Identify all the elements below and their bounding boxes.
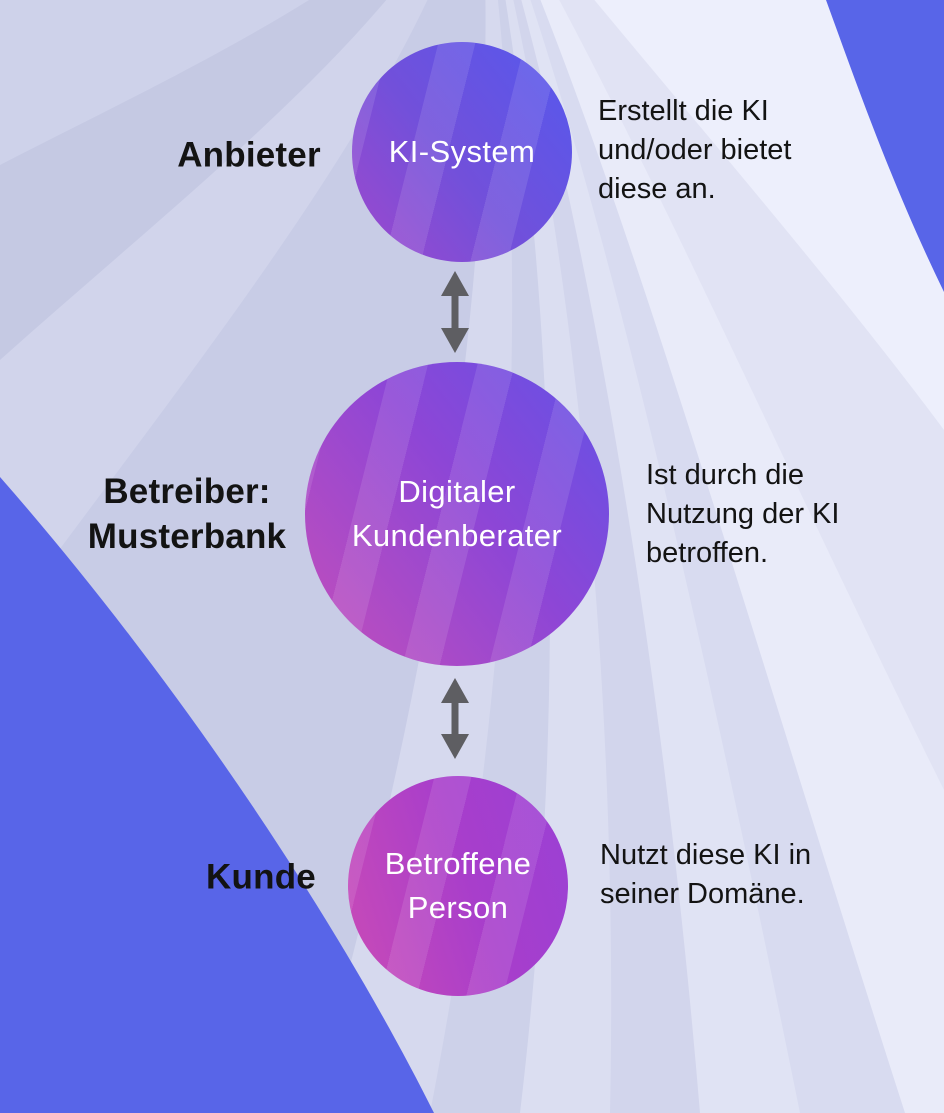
role-label-line: Kunde <box>206 857 316 897</box>
role-label-line: Anbieter <box>177 135 321 175</box>
description-line: Nutzt diese KI in <box>600 839 812 871</box>
circle-label-line: KI-System <box>388 134 536 169</box>
description-betreiber: Ist durch die Nutzung der KI betroffen. <box>646 456 839 573</box>
circle-digitaler-kundenberater: Digitaler Kundenberater <box>305 362 609 666</box>
description-line: seiner Domäne. <box>600 878 805 910</box>
description-line: Nutzung der KI <box>646 498 840 530</box>
circle-label-line: Digitaler <box>398 474 516 509</box>
blue-region-bottom-left <box>0 477 434 1113</box>
description-line: diese an. <box>598 173 716 205</box>
role-label-betreiber: Betreiber: Musterbank <box>88 469 286 559</box>
description-anbieter: Erstellt die KI und/oder bietet diese an… <box>598 92 791 209</box>
circle-ki-system: KI-System <box>352 42 572 262</box>
role-label-line: Betreiber: <box>103 472 271 511</box>
arrow-betreiber-kunde <box>441 678 469 759</box>
description-line: betroffen. <box>646 537 769 569</box>
circle-label-line: Person <box>407 890 509 925</box>
description-kunde: Nutzt diese KI in seiner Domäne. <box>600 836 811 914</box>
role-label-line: Musterbank <box>87 517 287 556</box>
blue-wedge-top-right <box>826 0 944 292</box>
arrow-anbieter-betreiber <box>441 271 469 353</box>
description-line: und/oder bietet <box>598 134 792 166</box>
description-line: Ist durch die <box>646 459 804 491</box>
circle-label-line: Kundenberater <box>351 518 563 553</box>
circle-label-line: Betroffene <box>384 846 532 881</box>
role-label-anbieter: Anbieter <box>177 133 321 178</box>
role-label-kunde: Kunde <box>206 855 316 900</box>
description-line: Erstellt die KI <box>598 95 769 127</box>
circle-betroffene-person: Betroffene Person <box>348 776 568 996</box>
